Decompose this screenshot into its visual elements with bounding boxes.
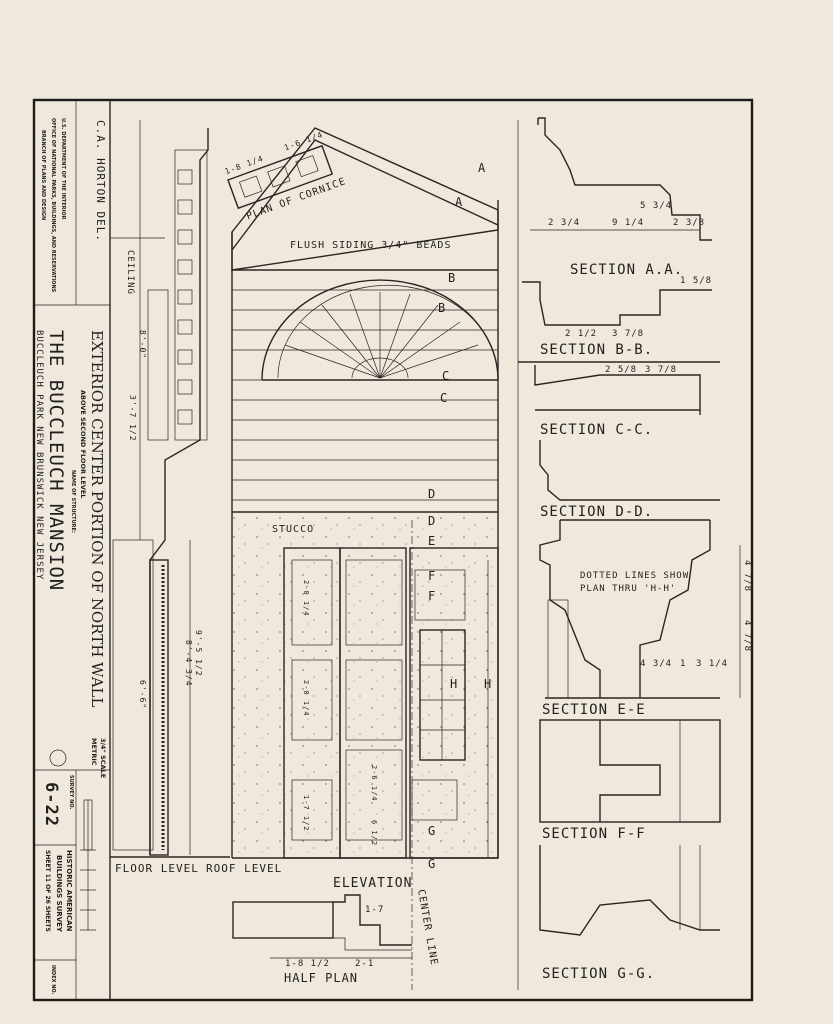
program-line-2: BUILDINGS SURVEY <box>55 855 63 933</box>
section-ff-label: SECTION F-F <box>542 826 646 842</box>
mark-g2: G <box>428 857 436 871</box>
dim-aa-0: 2 3/4 <box>548 218 580 228</box>
dim-shutter-2: 1-7 1/2 <box>302 795 310 832</box>
drawing-title: EXTERIOR CENTER PORTION OF NORTH WALL <box>88 330 106 708</box>
dim-left-0: 8'-0" <box>138 330 147 359</box>
roof-level-label: ROOF LEVEL <box>206 862 282 875</box>
section-gg-label: SECTION G-G. <box>542 966 655 982</box>
dim-shutter-0: 2-0 1/4 <box>302 580 310 617</box>
dotted-note-2: PLAN THRU 'H-H' <box>580 584 676 594</box>
mark-d2: D <box>428 514 436 528</box>
mark-h2: H <box>484 677 492 691</box>
drawing-subtitle: ABOVE SECOND FLOOR LEVEL <box>79 390 87 498</box>
mark-a: A <box>478 161 486 175</box>
name-of-structure-label: NAME OF STRUCTURE: <box>70 470 76 533</box>
agency-line-1: U.S. DEPARTMENT OF THE INTERIOR <box>60 118 66 220</box>
seal-icon <box>49 749 67 767</box>
mark-g: G <box>428 824 436 838</box>
dim-left-2: 6'-6" <box>138 680 147 709</box>
structure-name: THE BUCCLEUCH MANSION <box>45 330 67 591</box>
dim-bb-2: 1 5/8 <box>680 276 712 286</box>
dim-aa-1: 9 1/4 <box>612 218 644 228</box>
scale-label: 3/4" SCALE <box>99 738 107 778</box>
dim-halfplan-0: 1-7 <box>365 905 384 915</box>
dim-cc-1: 3 7/8 <box>645 365 677 375</box>
dim-ee-1: 1 <box>680 659 686 669</box>
dim-bb-1: 3 7/8 <box>612 329 644 339</box>
sheet-number: SHEET 11 OF 26 SHEETS <box>44 850 51 932</box>
vertical-section: CEILING 8'-0" 3'-7 1/2 6'-6" 9'-5 1/2 8'… <box>110 120 230 875</box>
mark-f: F <box>428 569 436 583</box>
dim-shutter-1: 2-0 1/4 <box>302 680 310 717</box>
survey-number: 6-22 <box>41 782 61 827</box>
mark-d: D <box>428 487 436 501</box>
mark-c2: C <box>440 391 448 405</box>
section-marks: A A B B C C D D E F F H H G G <box>428 161 492 871</box>
mark-f2: F <box>428 589 436 603</box>
section-cc-label: SECTION C-C. <box>540 422 653 438</box>
mark-a2: A <box>455 195 463 209</box>
dim-ee-4: 4 7/8 <box>742 620 752 652</box>
dim-shutter-4: 6 1/2 <box>370 820 378 846</box>
elevation-label: ELEVATION <box>333 876 412 891</box>
fanlight-window <box>261 279 499 381</box>
dim-halfplan-1: 1-8 1/2 <box>285 959 330 969</box>
dim-cc-0: 2 5/8 <box>605 365 637 375</box>
agency-line-3: BRANCH OF PLANS AND DESIGN <box>40 130 46 220</box>
half-plan-label: HALF PLAN <box>284 971 358 985</box>
survey-no-label: SURVEY NO. <box>68 775 74 809</box>
section-ee-label: SECTION E-E <box>542 702 646 718</box>
sections-column: 2 3/4 9 1/4 2 3/8 5 3/4 SECTION A.A. 2 1… <box>517 117 752 990</box>
index-no-label: INDEX NO. <box>50 965 56 995</box>
delineator: C.A. HORTON DEL. <box>94 120 107 242</box>
dim-ee-2: 3 1/4 <box>696 659 728 669</box>
dim-left-3: 9'-5 1/2 <box>194 630 203 677</box>
dim-ee-3: 4 7/8 <box>742 560 752 592</box>
floor-level-label: FLOOR LEVEL <box>115 862 199 875</box>
stucco-label: STUCCO <box>272 524 314 535</box>
mark-c: C <box>442 369 450 383</box>
dotted-note-1: DOTTED LINES SHOW <box>580 571 689 581</box>
mark-b: B <box>448 271 456 285</box>
dim-left-4: 8'-4 3/4 <box>184 640 193 687</box>
dim-bb-0: 2 1/2 <box>565 329 597 339</box>
flush-siding-label: FLUSH SIDING 3/4" BEADS <box>290 240 451 251</box>
title-block: U.S. DEPARTMENT OF THE INTERIOR OFFICE O… <box>34 100 111 1000</box>
sheet-border <box>32 98 754 1002</box>
ceiling-label: CEILING <box>125 250 135 295</box>
scale-bar <box>80 799 96 931</box>
program-line-1: HISTORIC AMERICAN <box>65 850 73 932</box>
section-aa-label: SECTION A.A. <box>570 262 683 278</box>
dim-halfplan-2: 2-1 <box>355 959 374 969</box>
dim-aa-3: 5 3/4 <box>640 201 672 211</box>
mark-b2: B <box>438 301 446 315</box>
dim-ee-0: 4 3/4 <box>640 659 672 669</box>
metric-label: METRIC <box>90 738 98 766</box>
section-dd-label: SECTION D-D. <box>540 504 653 520</box>
mark-e: E <box>428 534 436 548</box>
agency-line-2: OFFICE OF NATIONAL PARKS, BUILDINGS, AND… <box>50 118 56 293</box>
dim-shutter-3: 2-6 1/4 <box>370 765 378 802</box>
section-bb-label: SECTION B-B. <box>540 342 653 358</box>
mark-h: H <box>450 677 458 691</box>
dim-aa-2: 2 3/8 <box>673 218 705 228</box>
structure-location: BUCCLEUCH PARK NEW BRUNSWICK NEW JERSEY <box>34 330 44 580</box>
dim-left-1: 3'-7 1/2 <box>128 395 137 442</box>
elevation: FLUSH SIDING 3/4" BEADS STUCCO <box>231 127 499 990</box>
